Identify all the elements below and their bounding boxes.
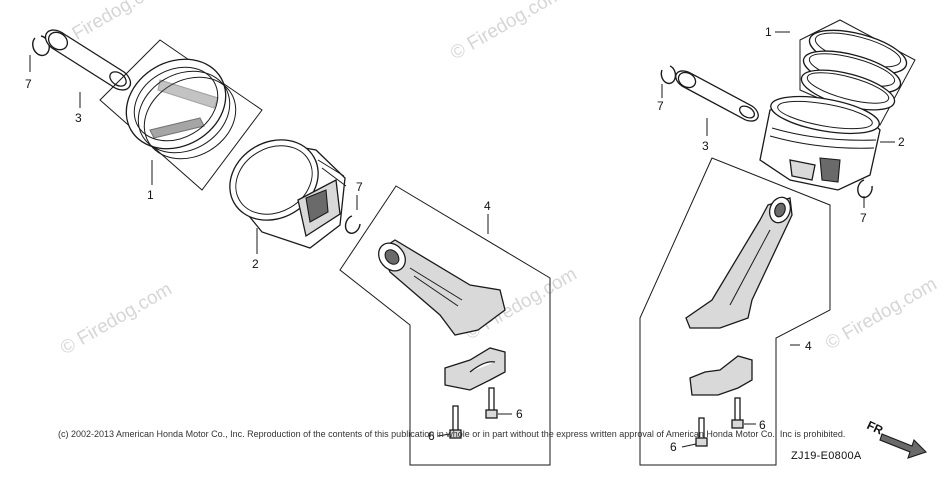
connecting-rod-cap[interactable]	[444, 347, 506, 391]
ring-set-frame	[99, 39, 263, 191]
callout-7: 7	[25, 77, 32, 91]
callout-4: 4	[805, 339, 812, 353]
connecting-rod-bolt[interactable]	[695, 417, 708, 447]
watermark: © Firedog.com	[822, 274, 941, 355]
front-direction-arrow: FR.	[865, 418, 928, 459]
piston-pin-clip[interactable]	[857, 179, 873, 199]
callout-6: 6	[428, 429, 435, 443]
callout-6: 6	[670, 440, 677, 454]
right-assembly: 1 7 3	[639, 19, 928, 466]
callout-4: 4	[484, 199, 491, 213]
callout-7: 7	[356, 180, 363, 194]
conrod-frame	[639, 157, 831, 466]
piston[interactable]	[215, 124, 347, 249]
callout-3: 3	[702, 139, 709, 153]
callout-6: 6	[516, 407, 523, 421]
piston-ring-set[interactable]	[797, 22, 910, 118]
conrod-frame	[339, 185, 551, 466]
piston-pin[interactable]	[44, 29, 132, 91]
piston-pin[interactable]	[675, 69, 759, 122]
diagram-code: ZJ19-E0800A	[791, 450, 862, 462]
watermark: © Firedog.com	[447, 0, 566, 64]
callout-3: 3	[75, 111, 82, 125]
callout-1: 1	[147, 188, 154, 202]
watermark: © Firedog.com	[57, 279, 176, 360]
piston-pin-clip[interactable]	[660, 65, 677, 85]
piston[interactable]	[759, 90, 882, 191]
piston-ring-set[interactable]	[110, 42, 251, 175]
left-assembly: 7 3 1 2	[25, 29, 551, 466]
connecting-rod-bolt[interactable]	[485, 387, 498, 419]
callout-7: 7	[657, 99, 664, 113]
connecting-rod[interactable]	[685, 194, 794, 329]
callout-6: 6	[759, 418, 766, 432]
callout-7: 7	[860, 211, 867, 225]
piston-pin-clip[interactable]	[344, 215, 361, 234]
callout-1: 1	[765, 25, 772, 39]
copyright-notice: (c) 2002-2013 American Honda Motor Co., …	[58, 429, 846, 439]
connecting-rod-cap[interactable]	[689, 355, 753, 396]
callout-2: 2	[252, 257, 259, 271]
connecting-rod[interactable]	[373, 238, 506, 336]
connecting-rod-bolt[interactable]	[731, 397, 744, 429]
ring-set-frame	[799, 19, 916, 126]
callout-2: 2	[898, 135, 905, 149]
